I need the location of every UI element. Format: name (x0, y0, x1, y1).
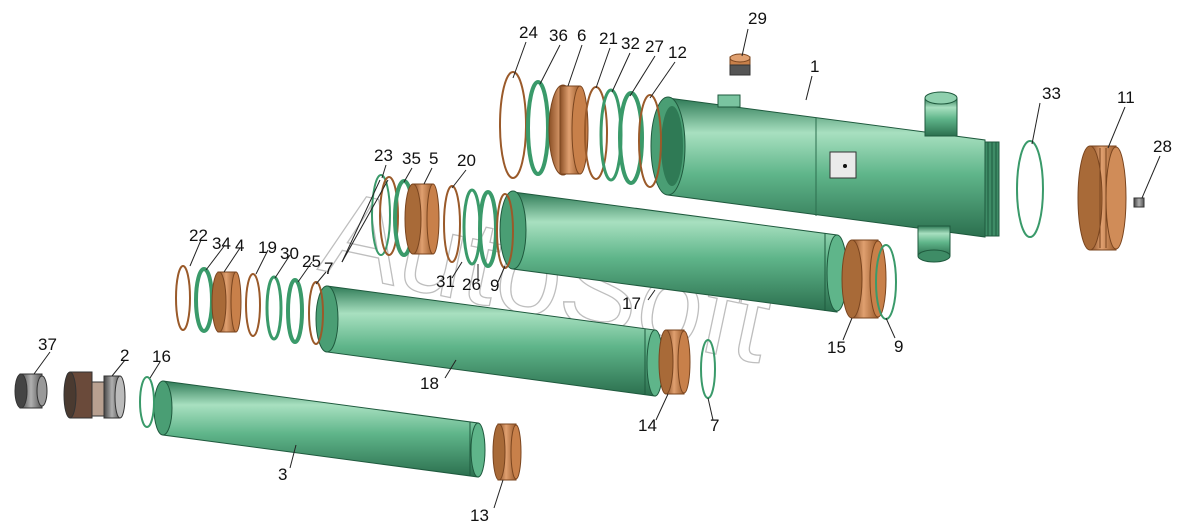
label-23: 23 (374, 146, 393, 165)
label-19: 19 (258, 238, 277, 257)
seal-row-third (175, 265, 324, 345)
label-24: 24 (519, 23, 538, 42)
part-13-guide-ring (492, 423, 522, 481)
callout-labels: 1 29 24 36 6 21 32 27 12 33 11 28 23 35 … (38, 9, 1172, 525)
label-33: 33 (1042, 84, 1061, 103)
label-25: 25 (302, 252, 321, 271)
label-5: 5 (429, 149, 438, 168)
label-21: 21 (599, 29, 618, 48)
seal-row-second (371, 174, 514, 269)
label-34: 34 (212, 234, 231, 253)
part-2-plunger-head (63, 371, 126, 419)
part-3-plunger (153, 380, 486, 478)
label-6: 6 (577, 26, 586, 45)
label-2: 2 (120, 346, 129, 365)
part-1-housing (650, 91, 1000, 263)
label-3: 3 (278, 465, 287, 484)
label-27: 27 (645, 37, 664, 56)
label-15: 15 (827, 338, 846, 357)
label-7-b: 7 (710, 416, 719, 435)
label-7-a: 7 (324, 259, 333, 278)
label-14: 14 (638, 416, 657, 435)
part-11-end-cap (1077, 145, 1127, 251)
label-16: 16 (152, 347, 171, 366)
part-16-o-ring (139, 376, 155, 428)
label-30: 30 (280, 244, 299, 263)
label-9-b: 9 (894, 337, 903, 356)
label-36: 36 (549, 26, 568, 45)
label-4: 4 (235, 236, 244, 255)
label-32: 32 (621, 34, 640, 53)
label-35: 35 (402, 149, 421, 168)
label-9-a: 9 (490, 276, 499, 295)
label-13: 13 (470, 506, 489, 525)
label-11: 11 (1117, 88, 1135, 107)
part-33-o-ring (1016, 140, 1044, 238)
part-29-fitting (729, 53, 751, 76)
part-28-screw (1133, 197, 1145, 208)
label-31: 31 (436, 272, 455, 291)
seal-row-top (499, 71, 662, 188)
label-1: 1 (810, 57, 819, 76)
label-22: 22 (189, 226, 208, 245)
part-37-end-fitting (14, 373, 48, 409)
label-28: 28 (1153, 137, 1172, 156)
label-17: 17 (622, 294, 641, 313)
label-18: 18 (420, 374, 439, 393)
leader-lines (33, 28, 1161, 509)
label-37: 37 (38, 335, 57, 354)
label-29: 29 (748, 9, 767, 28)
part-15-guide-ring (841, 239, 887, 319)
label-12: 12 (668, 43, 687, 62)
part-18-stage-tube (315, 285, 664, 397)
label-20: 20 (457, 151, 476, 170)
part-14-guide-ring (658, 329, 691, 395)
label-26: 26 (462, 275, 481, 294)
